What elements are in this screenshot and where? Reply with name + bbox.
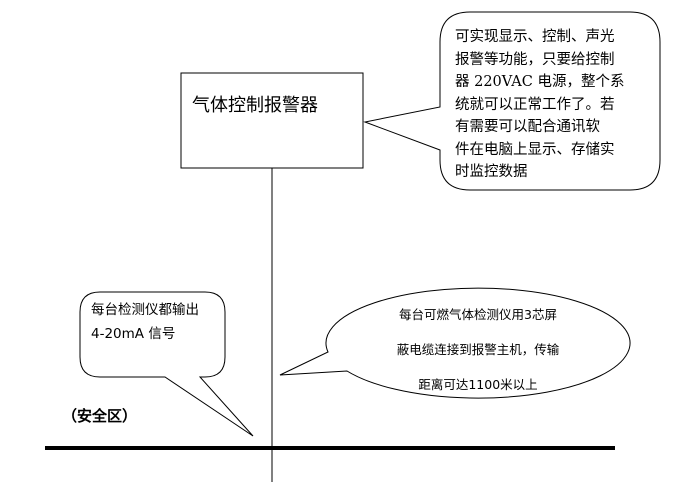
safe-zone-label: （安全区） (62, 407, 138, 425)
callout-line: 报警等功能，只要给控制 (455, 51, 615, 68)
callout-line: 统就可以正常工作了。若 (455, 96, 615, 113)
callout-line: 有需要可以配合通讯软 (455, 119, 600, 135)
callout-line: 每台可燃气体检测仪用3芯屏 (399, 307, 557, 322)
controller-label: 气体控制报警器 (192, 95, 318, 116)
callout-line: 件在电脑上显示、存储实 (455, 141, 615, 158)
callout-line: 4-20mA 信号 (91, 326, 176, 342)
controller-callout-text: 可实现显示、控制、声光 报警等功能，只要给控制 器 220VAC 电源，整个系 … (455, 26, 624, 184)
detector-callout-bubble (79, 291, 254, 437)
callout-line: 蔽电缆连接到报警主机，传输 (396, 342, 560, 357)
cable-callout-text: 每台可燃气体检测仪用3芯屏 蔽电缆连接到报警主机，传输 距离可达1100米以上 (370, 297, 586, 402)
controller-box (180, 72, 364, 169)
cable-callout-bubble (279, 287, 631, 399)
callout-line: 可实现显示、控制、声光 (455, 29, 615, 45)
controller-callout-bubble (363, 11, 661, 191)
detector-callout-text: 每台检测仪都输出 4-20mA 信号 (91, 298, 199, 346)
callout-line: 每台检测仪都输出 (91, 302, 199, 318)
callout-line: 时监控数据 (455, 164, 528, 180)
callout-line: 器 220VAC 电源，整个系 (455, 74, 625, 90)
callout-line: 距离可达1100米以上 (418, 377, 538, 392)
